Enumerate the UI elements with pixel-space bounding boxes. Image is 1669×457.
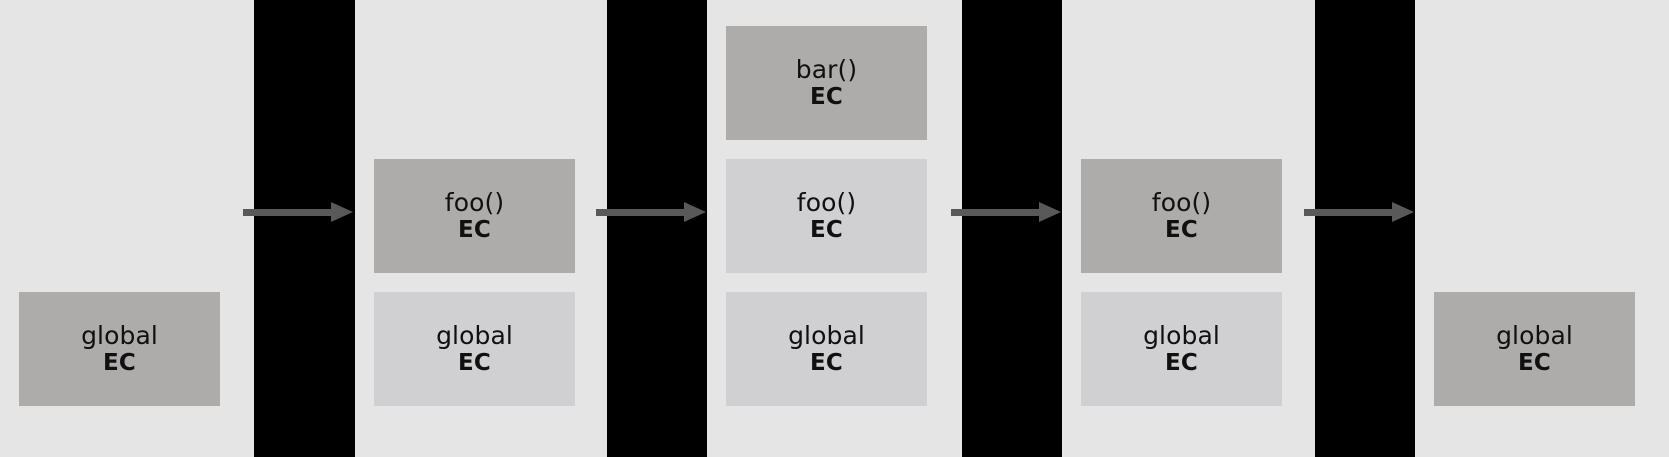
- ec-frame-name: global: [81, 320, 158, 350]
- arrow-head-icon: [1392, 202, 1414, 222]
- separator-band-4: [1315, 0, 1415, 457]
- separator-band-3: [962, 0, 1062, 457]
- transition-arrow-2: [596, 202, 706, 222]
- arrow-shaft: [1304, 209, 1392, 216]
- arrow-shaft: [596, 209, 684, 216]
- transition-arrow-4: [1304, 202, 1414, 222]
- arrow-head-icon: [1039, 202, 1061, 222]
- ec-frame-foo: foo()EC: [726, 159, 927, 273]
- ec-frame-tag: EC: [458, 350, 491, 377]
- separator-band-2: [607, 0, 707, 457]
- arrow-head-icon: [684, 202, 706, 222]
- ec-frame-bar: bar()EC: [726, 26, 927, 140]
- ec-frame-tag: EC: [810, 350, 843, 377]
- ec-frame-name: foo(): [1151, 187, 1212, 217]
- ec-frame-tag: EC: [103, 350, 136, 377]
- ec-frame-tag: EC: [810, 217, 843, 244]
- ec-frame-tag: EC: [810, 84, 843, 111]
- ec-frame-tag: EC: [1165, 217, 1198, 244]
- transition-arrow-1: [243, 202, 353, 222]
- ec-frame-name: global: [436, 320, 513, 350]
- ec-frame-tag: EC: [1165, 350, 1198, 377]
- ec-frame-name: global: [1143, 320, 1220, 350]
- ec-frame-foo: foo()EC: [374, 159, 575, 273]
- arrow-head-icon: [331, 202, 353, 222]
- transition-arrow-3: [951, 202, 1061, 222]
- ec-frame-tag: EC: [1518, 350, 1551, 377]
- arrow-shaft: [951, 209, 1039, 216]
- ec-frame-name: foo(): [444, 187, 505, 217]
- ec-frame-foo: foo()EC: [1081, 159, 1282, 273]
- ec-frame-name: bar(): [795, 54, 858, 84]
- ec-frame-tag: EC: [458, 217, 491, 244]
- arrow-shaft: [243, 209, 331, 216]
- separator-band-1: [254, 0, 355, 457]
- ec-frame-name: global: [788, 320, 865, 350]
- ec-frame-name: global: [1496, 320, 1573, 350]
- ec-frame-name: foo(): [796, 187, 857, 217]
